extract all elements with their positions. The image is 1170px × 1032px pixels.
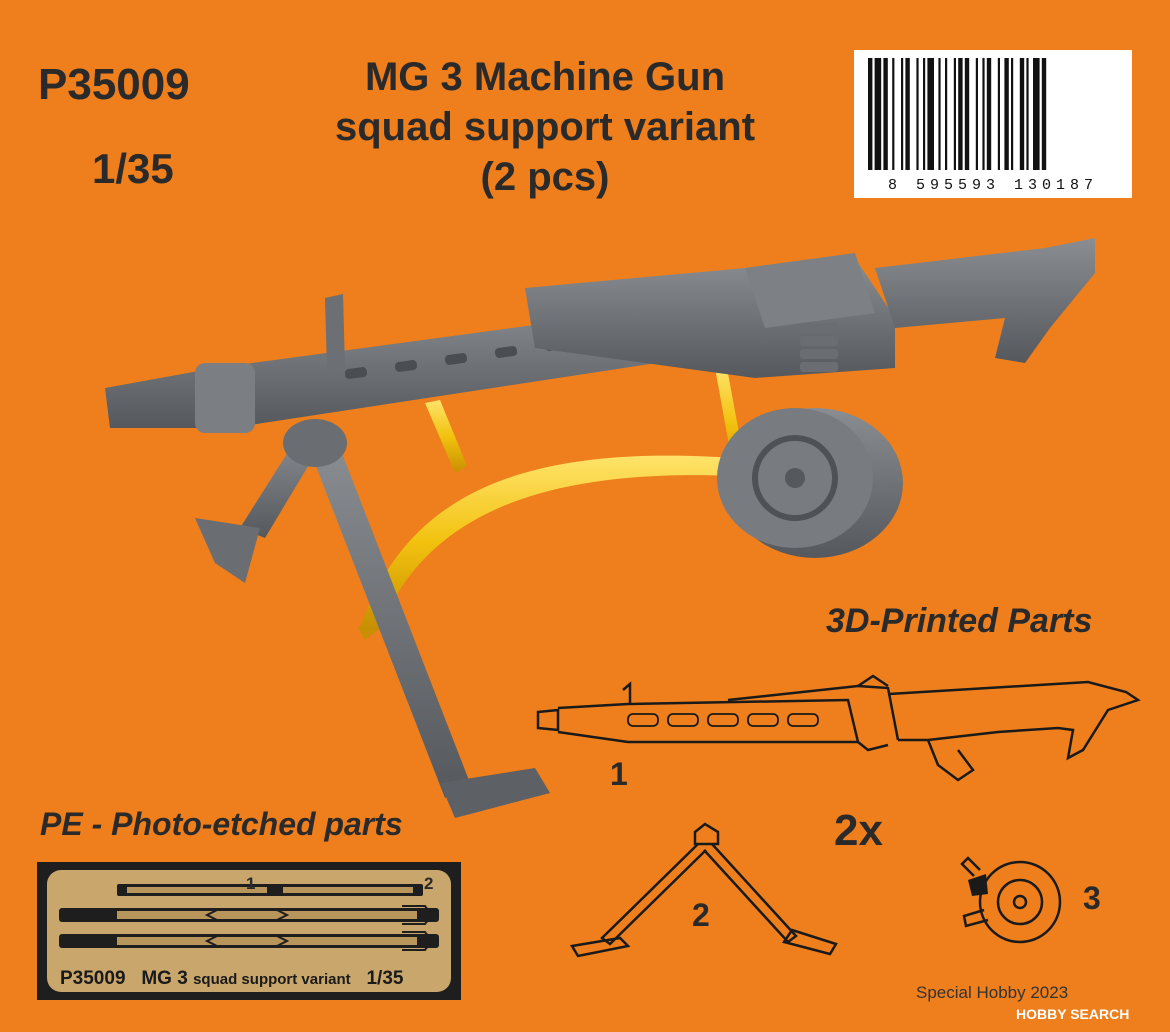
product-title: MG 3 Machine Gun squad support variant (…	[270, 52, 820, 202]
barcode: 8 595593 130187	[854, 50, 1132, 198]
barcode-bars	[868, 58, 1047, 170]
watermark-text: HOBBY SEARCH	[1016, 1006, 1130, 1022]
part-number-2: 2	[692, 897, 710, 933]
product-code: P35009	[38, 60, 190, 109]
brass-sling	[357, 368, 747, 640]
fret-label-code: P35009	[60, 968, 126, 989]
printed-parts-heading: 3D-Printed Parts	[826, 602, 1093, 640]
part-3-drum-diagram	[960, 856, 1062, 944]
fret-part-2-number: 2	[424, 874, 434, 893]
machine-gun-render	[105, 238, 1095, 818]
product-scale: 1/35	[92, 145, 174, 192]
part-2-bipod-diagram	[570, 822, 838, 958]
fret-label-name: MG 3	[141, 968, 188, 989]
copyright-text: Special Hobby 2023	[916, 983, 1069, 1002]
photo-etch-fret	[37, 862, 461, 1000]
pe-parts-heading: PE - Photo-etched parts	[40, 806, 403, 842]
part-number-1: 1	[610, 756, 628, 792]
fret-label-scale: 1/35	[366, 968, 404, 989]
fret-label: P35009 MG 3 squad support variant 1/35	[60, 968, 403, 990]
title-line-2: squad support variant	[334, 105, 756, 149]
drum-magazine	[717, 408, 903, 558]
title-line-1: MG 3 Machine Gun	[364, 55, 726, 99]
quantity-label: 2x	[834, 806, 883, 855]
barcode-digits: 8 595593 130187	[887, 177, 1099, 194]
fret-part-1-number: 1	[246, 874, 256, 893]
part-number-3: 3	[1083, 880, 1101, 916]
part-1-gun-diagram	[536, 674, 1141, 782]
title-line-3: (2 pcs)	[480, 155, 610, 199]
bipod-legs	[195, 419, 550, 818]
fret-label-variant: squad support variant	[193, 971, 351, 988]
gun-body	[105, 238, 1095, 433]
